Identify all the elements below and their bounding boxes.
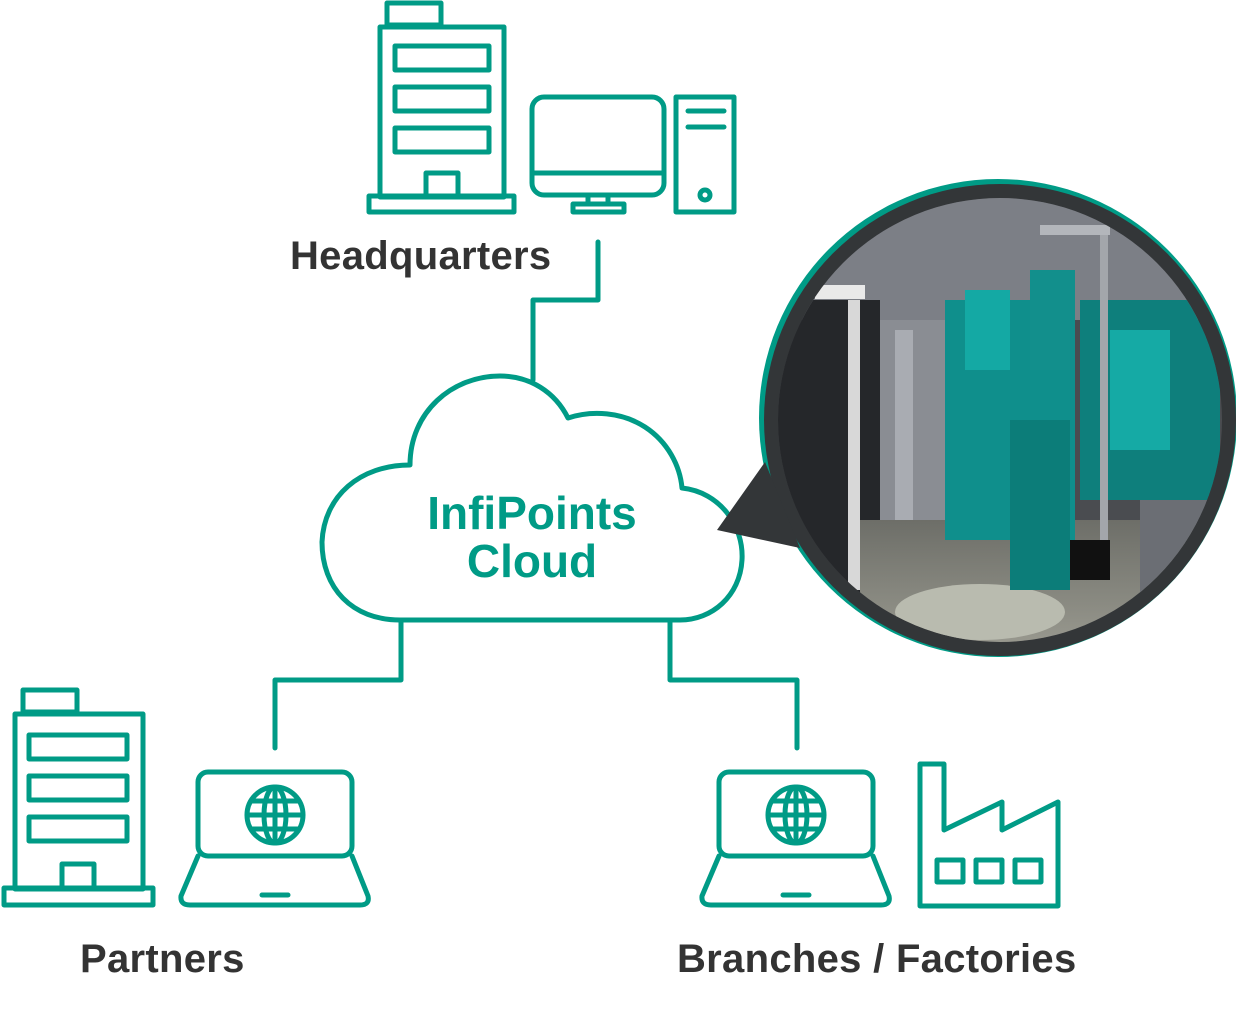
partners-laptop-globe-icon xyxy=(178,769,371,908)
partners-building-icon xyxy=(1,687,156,908)
cloud-icon xyxy=(319,373,745,623)
factory-icon xyxy=(917,761,1061,909)
connector-partners xyxy=(272,619,404,751)
cloud-title-line1: InfiPoints xyxy=(427,487,637,539)
plant-photo-bubble xyxy=(717,179,1236,657)
headquarters-label: Headquarters xyxy=(290,234,552,278)
desktop-computer-icon xyxy=(529,94,737,215)
branches-laptop-globe-icon xyxy=(699,769,892,908)
office-building-icon xyxy=(366,0,517,215)
cloud-title-line2: Cloud xyxy=(466,535,598,587)
connector-hq xyxy=(530,239,601,383)
partners-label: Partners xyxy=(80,937,245,981)
connector-branches xyxy=(667,619,800,751)
branches-factories-label: Branches / Factories xyxy=(677,937,1077,981)
